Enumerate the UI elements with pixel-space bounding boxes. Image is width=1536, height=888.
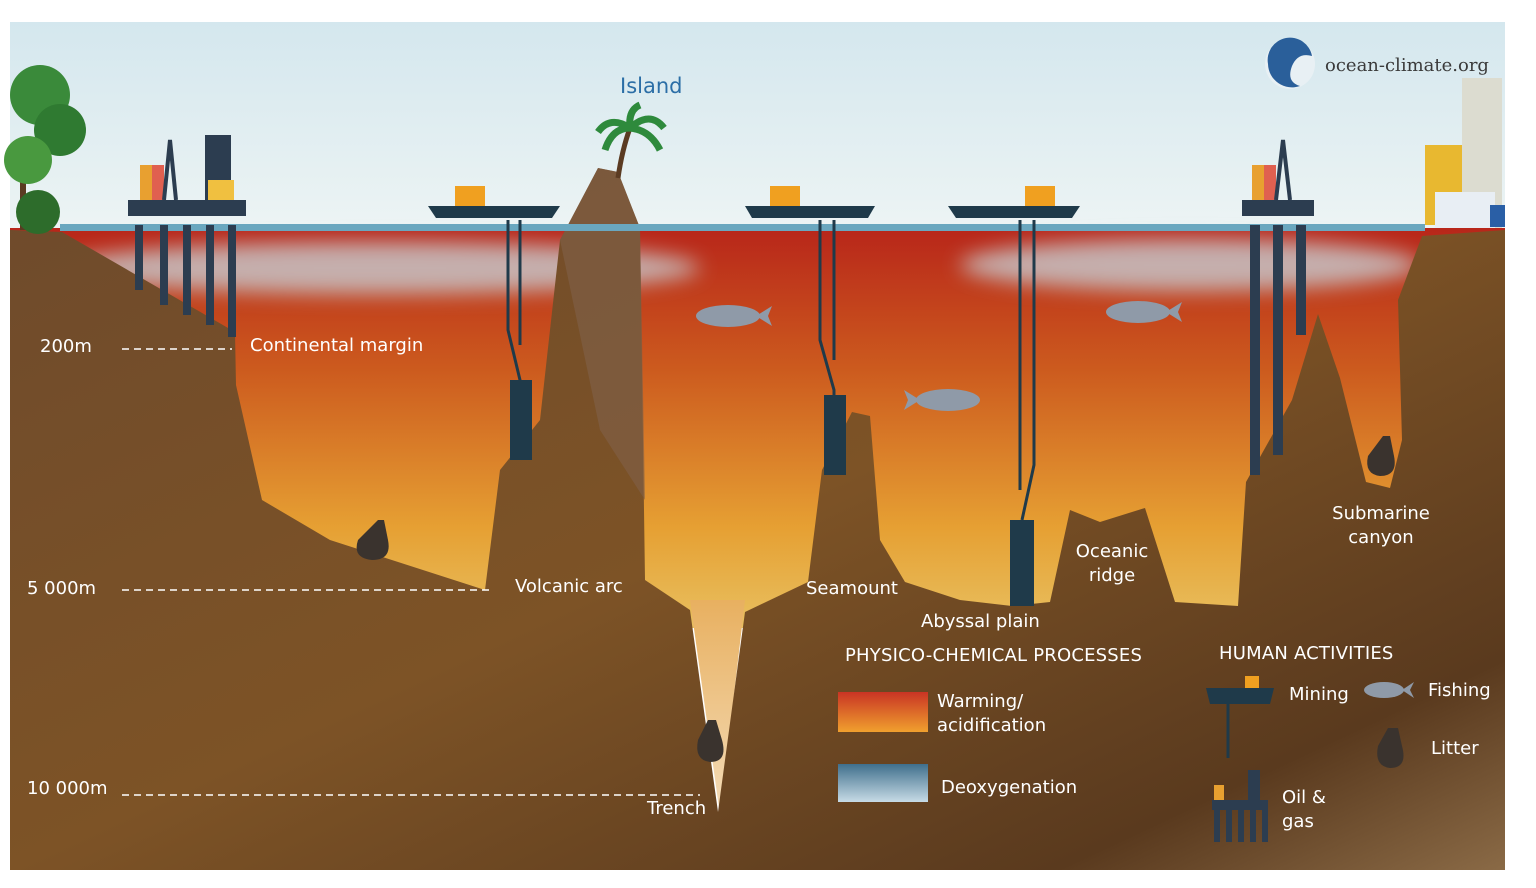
oil-rig-right xyxy=(1242,139,1314,475)
depth-10000m: 10 000m xyxy=(27,778,108,799)
litter-bag-icon xyxy=(1367,436,1395,476)
legend-oil-gas-label: Oil & gas xyxy=(1282,787,1326,832)
mining-ship-1 xyxy=(428,186,560,460)
mining-ship-2 xyxy=(745,186,875,475)
label-volcanic-arc: Volcanic arc xyxy=(515,576,623,597)
legend-fishing-label: Fishing xyxy=(1428,680,1491,701)
legend-warming-label: Warming/ acidification xyxy=(937,691,1047,736)
seafloor xyxy=(10,168,1505,870)
label-submarine-canyon: Submarine canyon xyxy=(1332,503,1430,548)
label-trench: Trench xyxy=(647,798,707,819)
forest-icon xyxy=(4,65,86,234)
deoxygenation-swatch xyxy=(838,764,928,802)
fish-icon xyxy=(1106,301,1182,323)
oil-rig-icon xyxy=(1212,770,1268,842)
legend-mining-label: Mining xyxy=(1289,684,1349,705)
label-seamount: Seamount xyxy=(806,578,898,599)
logo-text[interactable]: ocean-climate.org xyxy=(1325,55,1489,76)
litter-bag-icon xyxy=(1377,728,1404,768)
label-continental-margin: Continental margin xyxy=(250,335,424,356)
warming-swatch xyxy=(838,692,928,732)
label-abyssal-plain: Abyssal plain xyxy=(921,611,1040,632)
mining-ship-3 xyxy=(948,186,1080,606)
legend-activities-title: HUMAN ACTIVITIES xyxy=(1219,643,1394,664)
legend-processes-title: PHYSICO-CHEMICAL PROCESSES xyxy=(845,645,1143,666)
fish-icon xyxy=(696,305,772,327)
sea-surface xyxy=(60,224,1425,231)
legend-deoxygenation-label: Deoxygenation xyxy=(941,777,1078,798)
palm-tree-icon xyxy=(595,101,667,179)
city-buildings-icon xyxy=(1425,78,1505,228)
fish-icon xyxy=(904,389,980,411)
ocean-climate-logo xyxy=(1265,37,1315,89)
oil-rig-left xyxy=(128,135,246,337)
trench-water xyxy=(690,600,745,815)
depth-200m: 200m xyxy=(40,336,92,357)
legend-litter-label: Litter xyxy=(1431,738,1479,759)
depth-5000m: 5 000m xyxy=(27,578,97,599)
deoxygenation-zone-right xyxy=(960,239,1420,291)
label-oceanic-ridge: Oceanic ridge xyxy=(1075,541,1149,586)
fish-icon xyxy=(1364,682,1414,698)
deoxygenation-zone-left xyxy=(60,242,700,294)
label-island: Island xyxy=(620,74,683,98)
mining-ship-icon xyxy=(1206,676,1274,758)
litter-bag-icon xyxy=(356,520,389,560)
litter-bag-icon xyxy=(697,720,724,762)
volcanic-island-rock xyxy=(560,168,645,500)
